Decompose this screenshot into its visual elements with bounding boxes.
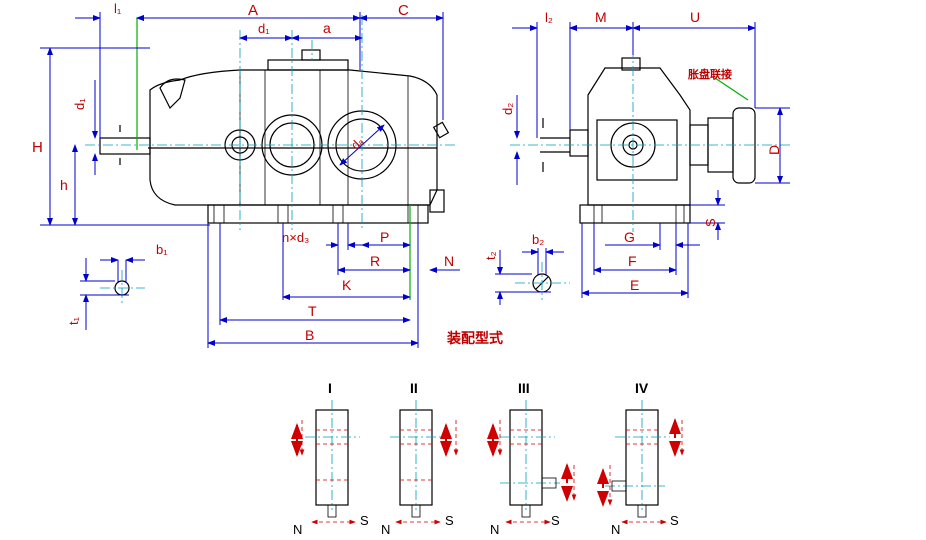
label-T: T [308, 303, 317, 319]
label-F: F [628, 253, 637, 269]
front-view [85, 15, 455, 300]
label-a: a [323, 20, 331, 36]
label-l2: l₂ [545, 10, 553, 25]
form-1-n: N [293, 522, 302, 537]
base-foot [207, 204, 429, 224]
assembly-form-3 [487, 400, 577, 525]
label-b1: b₁ [156, 242, 168, 257]
housing-outline [149, 69, 438, 206]
side-dimensions [512, 22, 790, 298]
label-U: U [690, 9, 700, 25]
label-d1-side: d₁ [72, 98, 87, 110]
oil-gauge [432, 121, 450, 139]
form-1-s: S [360, 513, 369, 528]
label-l1: l₁ [114, 1, 122, 16]
label-nxd3: n×d₃ [282, 230, 309, 245]
label-K: K [342, 277, 352, 293]
form-2-roman: II [410, 380, 418, 396]
label-R: R [370, 253, 380, 269]
side-input-shaft [569, 129, 589, 157]
label-coupling-note: 胀盘联接 [688, 67, 732, 81]
form-1-roman: I [328, 380, 332, 396]
form-2-s: S [445, 513, 454, 528]
label-E: E [630, 277, 639, 293]
label-H: H [32, 139, 43, 156]
form-4-n: N [611, 522, 620, 537]
label-h: h [60, 177, 68, 193]
label-b2: b₂ [532, 232, 544, 247]
input-shaft [99, 137, 151, 155]
front-dimensions [40, 12, 460, 348]
label-d2: d₂ [500, 103, 515, 115]
side-foot [579, 204, 691, 224]
input-key-section [80, 257, 145, 330]
label-P: P [380, 229, 389, 245]
side-breather [621, 57, 641, 71]
form-4-s: S [670, 513, 679, 528]
labels: A C l₁ d₁ a H h d₁ dₐ n×d₃ P R K N T B b… [32, 1, 782, 537]
label-D: D [766, 145, 782, 155]
label-B: B [305, 327, 314, 343]
label-S: S [703, 218, 718, 227]
lifting-lug [159, 78, 186, 110]
label-t1: t₁ [66, 316, 81, 325]
assembly-form-4 [597, 400, 685, 525]
label-d1-top: d₁ [258, 21, 270, 36]
top-cover [267, 59, 349, 71]
label-A: A [248, 2, 258, 19]
label-N: N [444, 253, 454, 269]
form-3-roman: III [518, 380, 530, 396]
caption: 装配型式 [446, 330, 503, 346]
drain-plug [429, 189, 445, 213]
label-da: dₐ [348, 134, 366, 152]
breather [301, 49, 321, 61]
label-M: M [595, 9, 607, 25]
label-G: G [624, 229, 635, 245]
form-3-n: N [490, 522, 499, 537]
assembly-form-2 [390, 400, 459, 525]
assembly-form-1 [291, 400, 360, 525]
form-4-roman: IV [635, 380, 649, 396]
label-t2: t₂ [483, 251, 498, 260]
side-view [510, 30, 790, 232]
output-key-section [495, 248, 570, 305]
form-2-n: N [381, 522, 390, 537]
label-C: C [398, 2, 409, 19]
form-3-s: S [551, 513, 560, 528]
